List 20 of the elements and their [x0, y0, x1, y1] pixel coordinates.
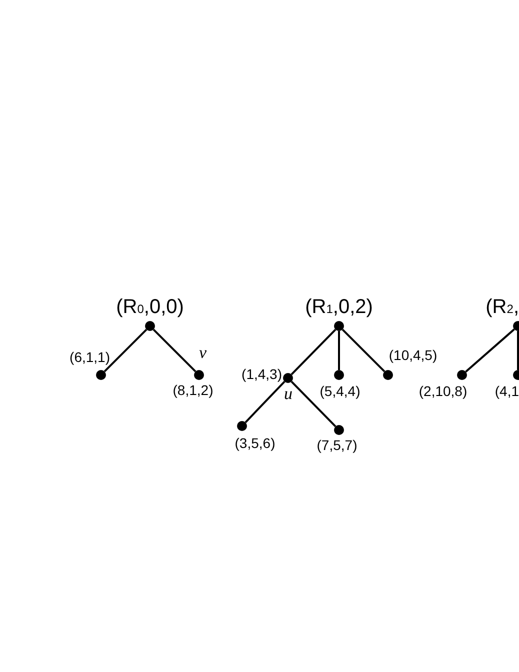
node-label: (2,10,8) — [418, 384, 468, 398]
tree-edge — [338, 331, 340, 370]
tree-edge — [465, 328, 515, 372]
tree-edge — [104, 328, 148, 372]
node-label: (5,4,4) — [320, 384, 360, 398]
node-name: v — [199, 344, 207, 361]
tree-edge — [342, 328, 386, 372]
node-label: (10,4,5) — [388, 348, 438, 362]
node-label: (7,5,7) — [316, 438, 358, 452]
node-label: (1,4,3) — [242, 367, 282, 381]
tree-edge — [152, 328, 196, 372]
tree-edge — [517, 331, 519, 370]
node-label: (3,5,6) — [234, 436, 276, 450]
node-label: (6,1,1) — [70, 350, 110, 364]
node-label: (4,1 — [494, 384, 519, 398]
node-label: (8,1,2) — [172, 383, 214, 397]
tree-edge — [290, 328, 336, 376]
tree-edge — [290, 380, 336, 428]
tree-edge — [244, 380, 286, 424]
node-name: u — [284, 385, 292, 402]
